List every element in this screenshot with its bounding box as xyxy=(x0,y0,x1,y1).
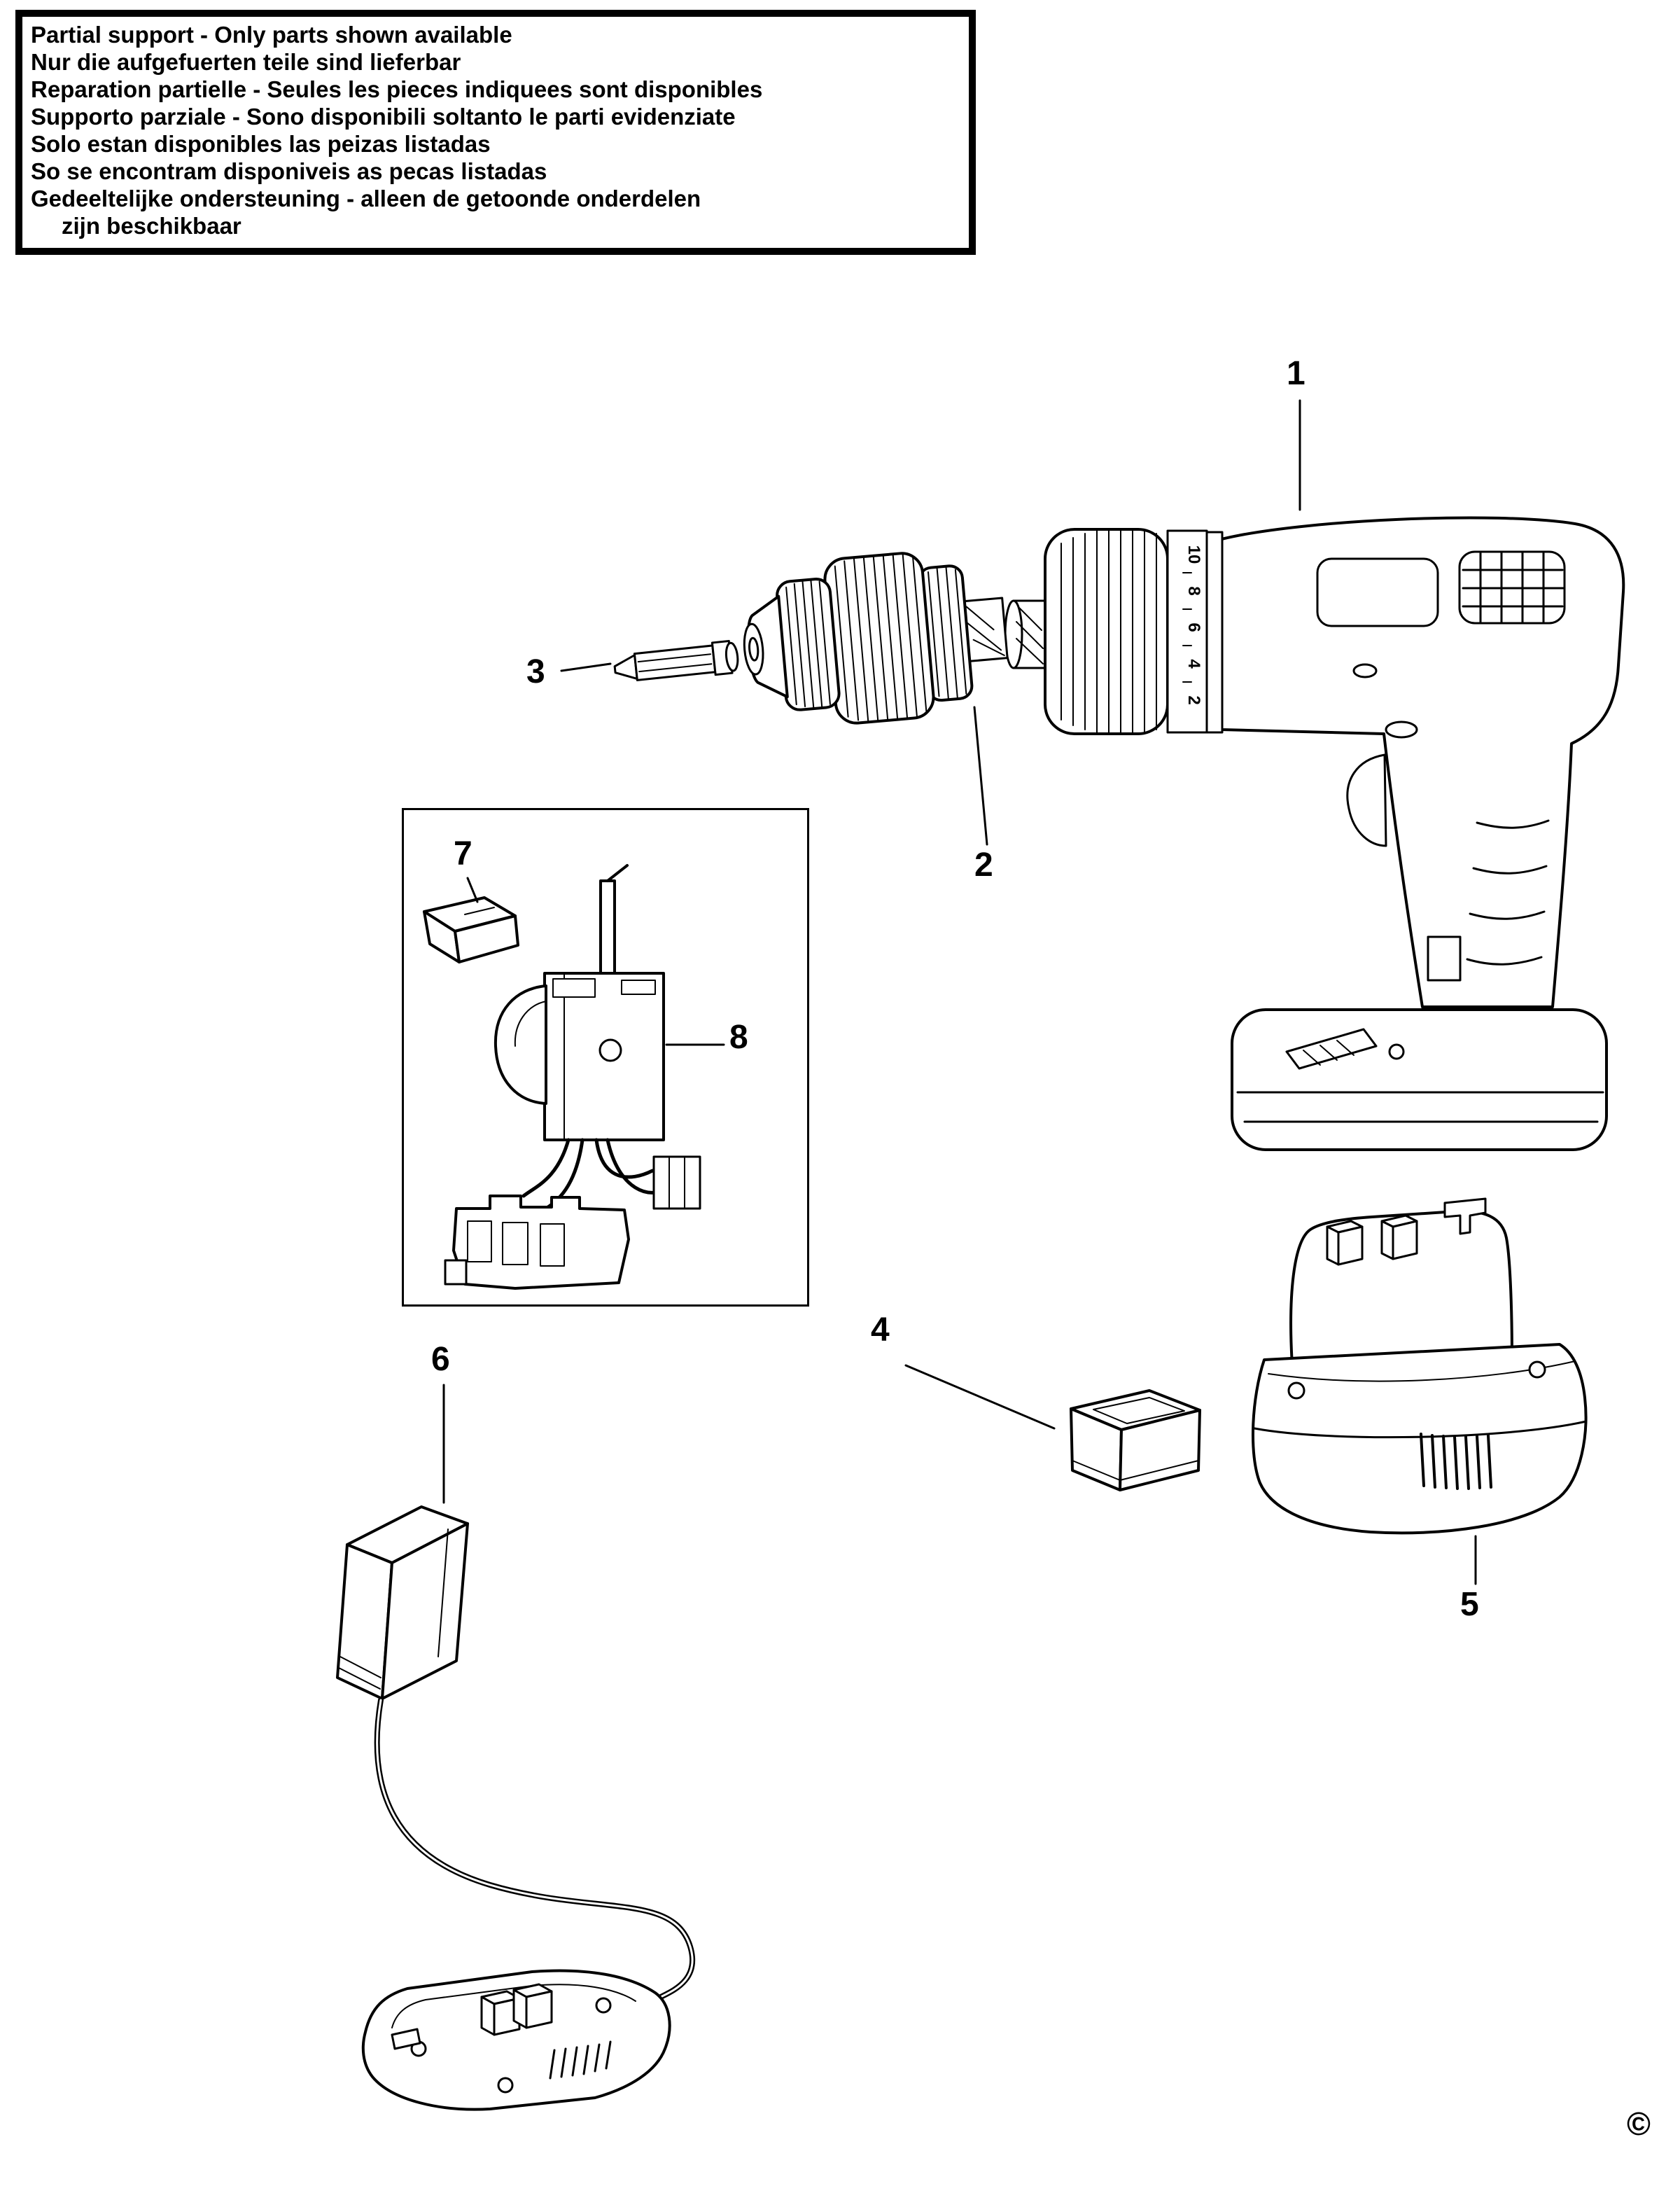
battery-pack-drawing xyxy=(1251,1197,1588,1535)
trigger-cap-drawing xyxy=(423,896,519,963)
notice-line-8: zijn beschikbaar xyxy=(62,213,241,239)
switch-assembly-drawing xyxy=(444,864,701,1290)
switch-trigger xyxy=(493,984,547,1105)
notice-line-2: Nur die aufgefuerten teile sind lieferba… xyxy=(31,49,461,75)
part-label-4: 4 xyxy=(871,1311,890,1349)
drill-trigger xyxy=(1346,753,1387,847)
drill-base-latch xyxy=(1285,1028,1378,1070)
clutch-mark: 2 xyxy=(1184,695,1203,704)
part-label-1: 1 xyxy=(1287,355,1306,392)
charger-drawing xyxy=(336,1505,696,2111)
leader-lines xyxy=(442,399,1477,1585)
battery-body xyxy=(1251,1343,1588,1535)
part-label-3: 3 xyxy=(526,653,545,690)
part-label-7: 7 xyxy=(454,835,472,872)
notice-line-4: Supporto parziale - Sono disponibili sol… xyxy=(31,104,736,130)
switch-group-frame xyxy=(402,808,809,1307)
part-label-5: 5 xyxy=(1460,1586,1479,1623)
drill-drawing xyxy=(1004,516,1625,1151)
leader-line-2 xyxy=(973,706,988,846)
copyright-symbol: © xyxy=(1627,2105,1651,2142)
drill-base xyxy=(1231,1008,1608,1151)
part-label-2: 2 xyxy=(974,847,993,884)
clutch-scale: 10 8 6 4 2 xyxy=(1184,545,1203,705)
notice-line-6: So se encontram disponiveis as pecas lis… xyxy=(31,158,547,184)
drill-clutch-ring xyxy=(1044,528,1169,735)
chuck-drawing xyxy=(743,552,1009,725)
drill-label-plate xyxy=(1316,557,1439,627)
charger-base xyxy=(361,1969,671,2111)
clutch-mark: 8 xyxy=(1184,586,1203,595)
bit-drawing xyxy=(613,639,739,681)
charger-cable xyxy=(374,1697,696,2000)
part-label-6: 6 xyxy=(431,1341,450,1378)
clutch-mark: 10 xyxy=(1184,545,1203,564)
switch-connector xyxy=(652,1155,701,1210)
leader-line-3 xyxy=(560,662,612,672)
notice-line-1: Partial support - Only parts shown avail… xyxy=(31,22,512,48)
leader-line-4 xyxy=(904,1364,1056,1430)
drill-fwd-rev-button xyxy=(1385,720,1418,739)
partial-support-notice: Partial support - Only parts shown avail… xyxy=(15,10,976,255)
part-label-8: 8 xyxy=(729,1019,748,1056)
leader-line-7 xyxy=(466,877,479,903)
battery-cap-drawing xyxy=(1070,1389,1201,1491)
clutch-mark: 4 xyxy=(1184,659,1203,669)
notice-line-7: Gedeeltelijke ondersteuning - alleen de … xyxy=(31,186,701,211)
clutch-mark: 6 xyxy=(1184,622,1203,632)
drill-body-outline xyxy=(1220,516,1625,1008)
notice-line-5: Solo estan disponibles las peizas listad… xyxy=(31,131,491,157)
notice-line-3: Reparation partielle - Seules les pieces… xyxy=(31,76,763,102)
